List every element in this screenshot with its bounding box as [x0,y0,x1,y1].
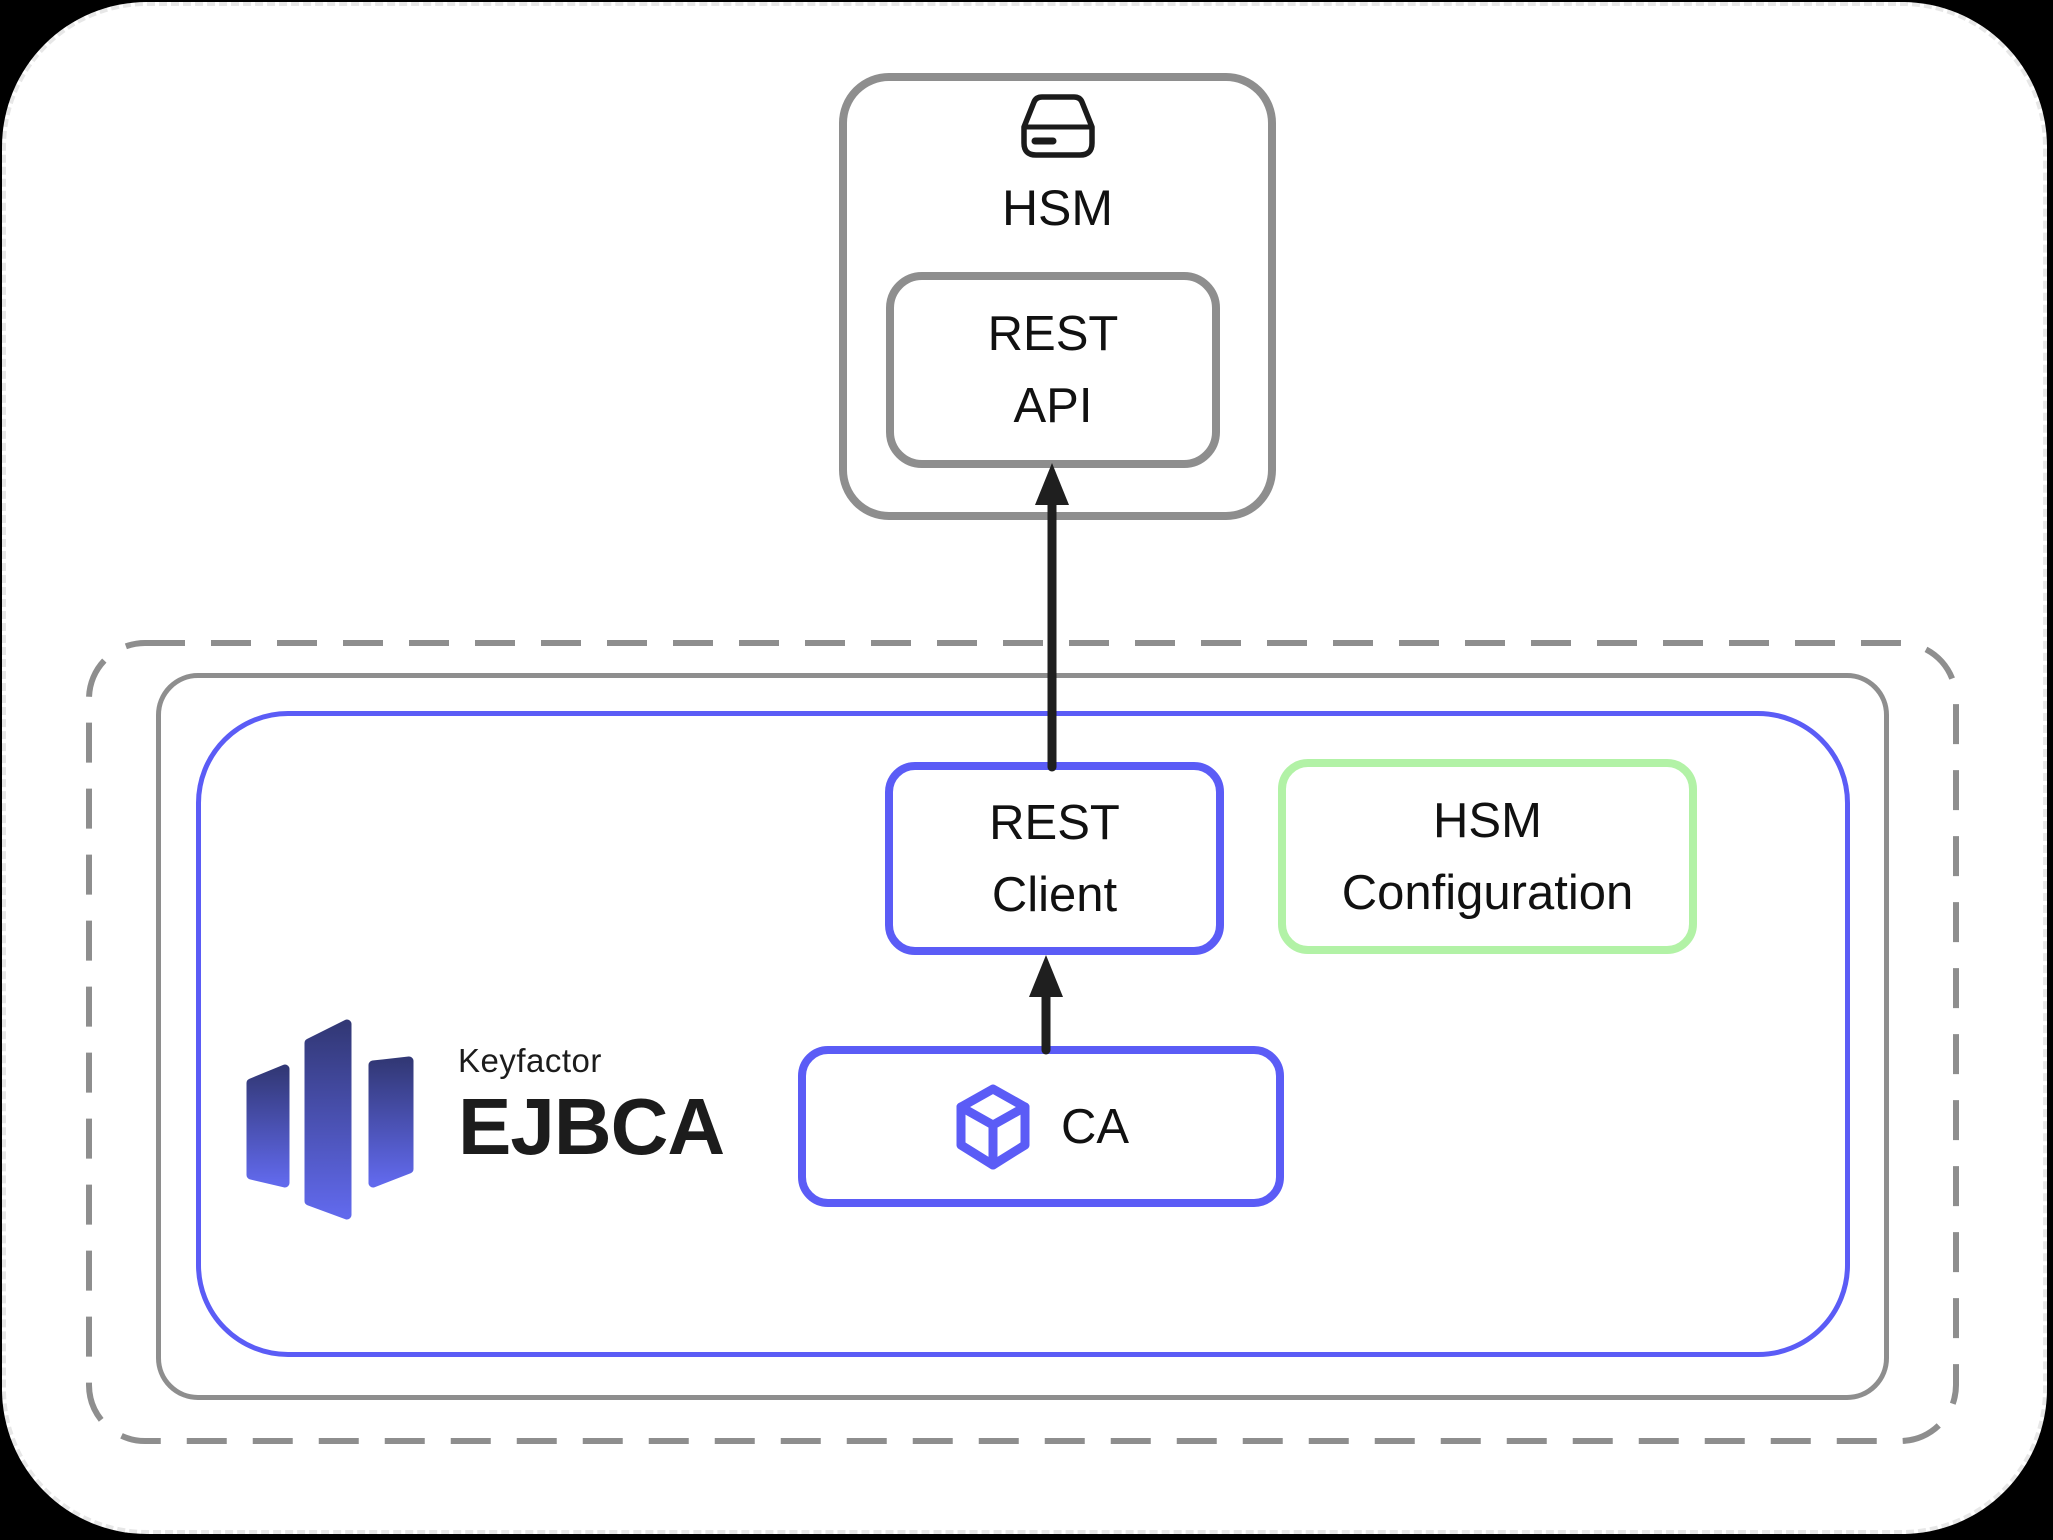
rest-api-label-line2: API [1013,379,1093,433]
hsm-node-label: HSM [1001,180,1114,236]
hsm-configuration-label-line2: Configuration [1341,865,1634,920]
rest-client-label-line1: REST [989,795,1120,850]
keyfactor-brand-name: Keyfactor [458,1042,602,1079]
cube-icon [956,1084,1030,1169]
rest-client-node: REST Client [885,762,1224,955]
ejbca-product-name: EJBCA [458,1082,725,1172]
rest-client-label-line2: Client [991,867,1118,922]
keyfactor-logo-text: Keyfactor EJBCA [458,1040,725,1172]
ca-node-label: CA [1060,1099,1130,1154]
external-drive-icon [1020,94,1095,158]
hsm-configuration-label-line1: HSM [1433,793,1542,848]
ca-node: CA [798,1046,1284,1207]
rest-api-node: REST API [886,272,1220,468]
hsm-configuration-node: HSM Configuration [1278,759,1697,954]
rest-api-label-line1: REST [987,307,1119,361]
keyfactor-logo-mark [246,1019,414,1220]
